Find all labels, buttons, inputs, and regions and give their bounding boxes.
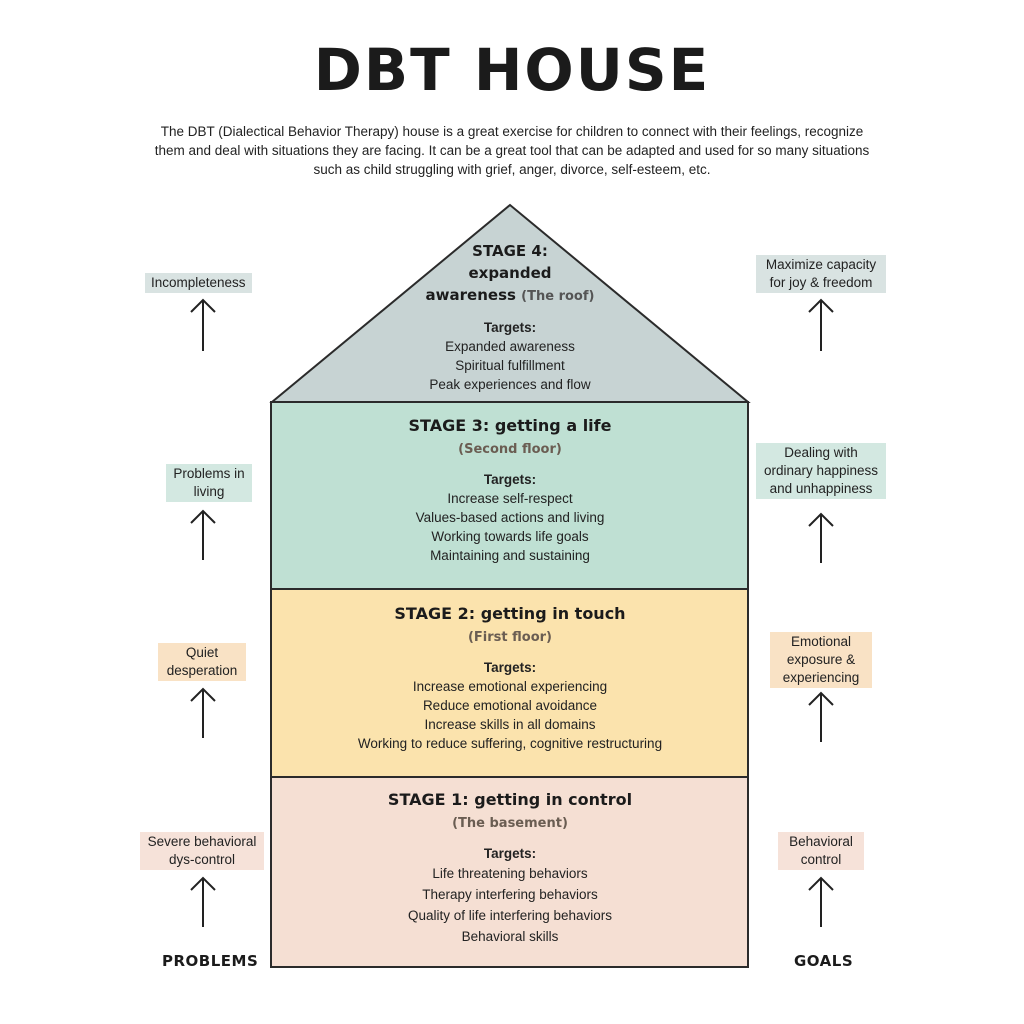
stage3-target: Working towards life goals (431, 529, 589, 544)
problem-label-stage2: Quiet desperation (158, 643, 246, 681)
stage1-title: STAGE 1: getting in control (387, 790, 633, 809)
stage3-target: Maintaining and sustaining (430, 548, 590, 563)
stage3-block (270, 401, 749, 590)
stage2-subtitle: (First floor) (467, 630, 553, 645)
stage3-title: STAGE 3: getting a life (408, 416, 612, 435)
problems-footer: PROBLEMS (162, 952, 259, 970)
stage2-block (270, 588, 749, 778)
roof-targets-label: Targets: (483, 320, 537, 335)
stage3-targets-label: Targets: (483, 472, 537, 487)
stage3-content: STAGE 3: getting a life (Second floor) T… (272, 415, 748, 565)
arrow-up-icon (808, 691, 834, 742)
stage1-block (270, 776, 749, 968)
stage2-target: Increase emotional experiencing (412, 679, 608, 694)
roof-content: STAGE 4: expanded awareness (The roof) T… (272, 240, 748, 394)
goal-label-stage3: Dealing with ordinary happiness and unha… (756, 443, 886, 499)
stage2-title: STAGE 2: getting in touch (394, 604, 626, 623)
goal-label-stage1: Behavioral control (778, 832, 864, 870)
stage2-target: Working to reduce suffering, cognitive r… (357, 736, 663, 751)
roof-title-line2: expanded (468, 264, 552, 282)
arrow-up-icon (190, 298, 216, 351)
stage1-target: Life threatening behaviors (432, 866, 588, 881)
page-title: DBT HOUSE (313, 36, 711, 104)
arrow-up-icon (190, 687, 216, 738)
roof-title-line3: awareness (The roof) (272, 284, 748, 308)
stage3-target: Increase self-respect (447, 491, 573, 506)
intro-paragraph: The DBT (Dialectical Behavior Therapy) h… (154, 124, 870, 177)
goal-label-roof: Maximize capacity for joy & freedom (756, 255, 886, 293)
stage2-targets-label: Targets: (483, 660, 537, 675)
roof-title-line1: STAGE 4: (472, 242, 548, 260)
goal-label-stage2: Emotional exposure & experiencing (770, 632, 872, 688)
roof-paren: (The roof) (521, 289, 595, 304)
roof-target: Spiritual fulfillment (455, 358, 565, 373)
roof-target: Expanded awareness (445, 339, 575, 354)
arrow-up-icon (190, 876, 216, 927)
stage1-content: STAGE 1: getting in control (The basemen… (272, 789, 748, 947)
arrow-up-icon (808, 298, 834, 351)
roof-target: Peak experiences and flow (429, 377, 591, 392)
stage1-target: Behavioral skills (461, 929, 559, 944)
stage3-subtitle: (Second floor) (458, 442, 562, 457)
goals-footer: GOALS (794, 952, 854, 970)
problem-label-stage3: Problems in living (166, 464, 252, 502)
problem-label-stage1: Severe behavioral dys-control (140, 832, 264, 870)
stage2-content: STAGE 2: getting in touch (First floor) … (272, 603, 748, 753)
problem-label-roof: Incompleteness (145, 273, 252, 293)
stage1-subtitle: (The basement) (452, 816, 568, 831)
stage1-target: Therapy interfering behaviors (422, 887, 598, 902)
stage1-target: Quality of life interfering behaviors (407, 908, 613, 923)
stage2-target: Increase skills in all domains (424, 717, 596, 732)
stage2-target: Reduce emotional avoidance (422, 698, 598, 713)
arrow-up-icon (808, 876, 834, 927)
arrow-up-icon (190, 509, 216, 560)
stage3-target: Values-based actions and living (415, 510, 605, 525)
roof-title-word: awareness (425, 286, 516, 304)
stage1-targets-label: Targets: (483, 846, 537, 861)
arrow-up-icon (808, 512, 834, 563)
